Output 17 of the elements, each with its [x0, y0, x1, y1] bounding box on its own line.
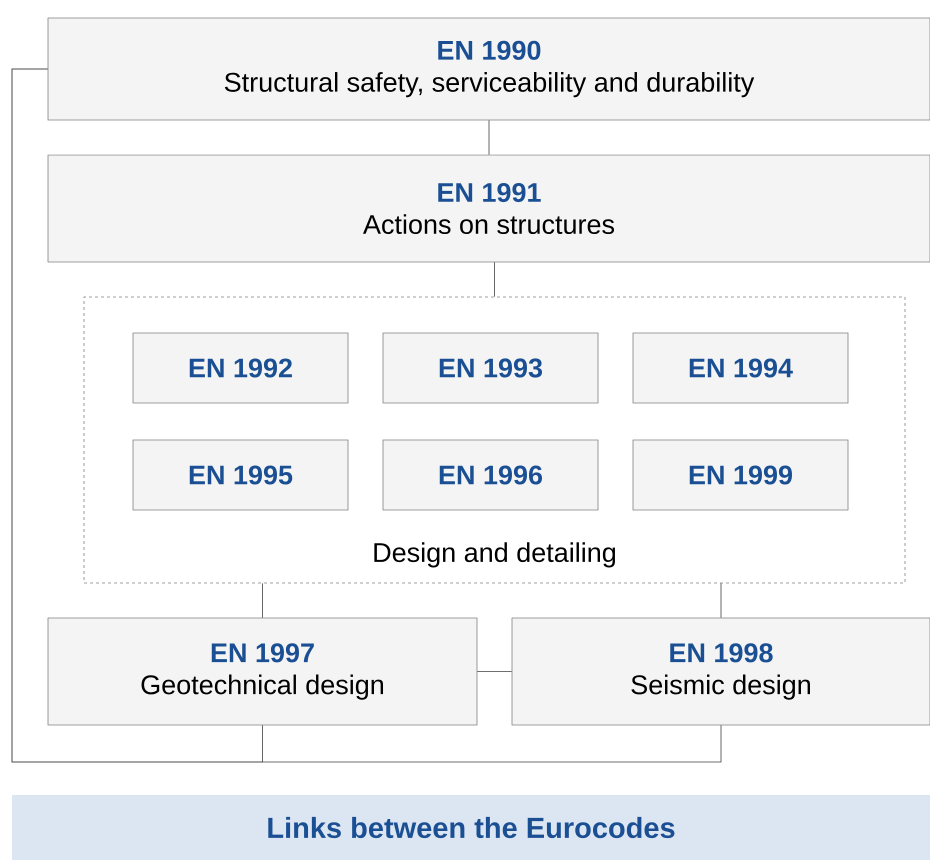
connector-line — [262, 583, 263, 618]
standard-box: EN 1998 Seismic design — [512, 618, 930, 726]
standard-box: EN 1991 Actions on structures — [48, 154, 930, 262]
connector-line — [12, 68, 722, 762]
standard-box: EN 1992 — [132, 332, 348, 404]
connector-line — [494, 262, 495, 297]
standard-box: EN 1997 Geotechnical design — [48, 618, 478, 726]
caption-band: Links between the Eurocodes — [12, 795, 930, 860]
standard-box: EN 1995 — [132, 440, 348, 510]
connector-line — [477, 671, 512, 672]
standard-box: EN 1996 — [382, 440, 598, 510]
connector-line — [720, 583, 722, 618]
standard-box: EN 1993 — [382, 332, 598, 404]
standard-box: EN 1999 — [632, 440, 848, 510]
standard-box: EN 1994 — [632, 332, 848, 404]
standard-box: EN 1990 Structural safety, serviceability and durability — [48, 18, 930, 120]
connector-line — [488, 120, 490, 155]
